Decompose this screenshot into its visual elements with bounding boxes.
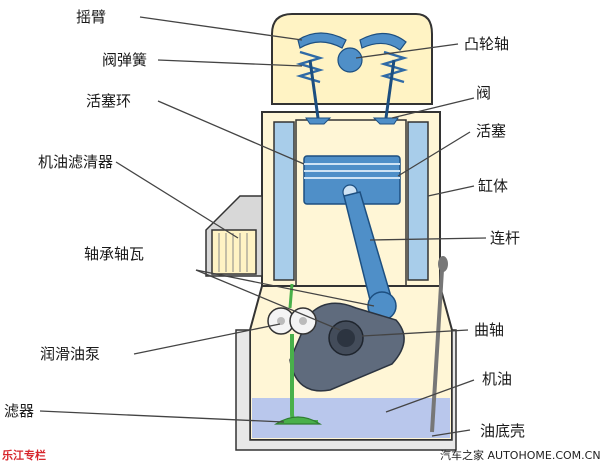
dipstick: [430, 269, 444, 433]
leader-lines: [39, 16, 487, 437]
cylinder-wall-right: [407, 121, 429, 281]
label-camshaft: 凸轮轴: [464, 35, 510, 53]
main-journal: [337, 329, 355, 347]
dipstick-handle: [438, 256, 448, 272]
label-rocker-arm: 摇臂: [76, 8, 107, 26]
label-lube-pump: 润滑油泵: [40, 345, 101, 363]
label-bearing-shell: 轴承轴瓦: [84, 245, 145, 263]
engine-oil-pool: [252, 398, 450, 438]
label-oil-filter: 机油滤清器: [38, 153, 114, 171]
label-cylinder-block: 缸体: [478, 177, 509, 195]
label-piston-ring: 活塞环: [86, 92, 132, 110]
label-valve-spring: 阀弹簧: [102, 51, 148, 69]
label-valve: 阀: [476, 84, 492, 102]
label-piston: 活塞: [476, 122, 507, 140]
oil-pan: [235, 329, 457, 451]
watermark-left: 乐江专栏: [2, 449, 46, 462]
watermark-right: 汽车之家 AUTOHOME.COM.CN: [440, 449, 600, 462]
label-engine-oil: 机油: [482, 370, 513, 388]
piston-rings: [304, 163, 400, 179]
rocker-arms: [297, 32, 407, 73]
label-connecting-rod: 连杆: [490, 229, 521, 247]
label-oil-pan: 油底壳: [480, 422, 526, 440]
label-crankshaft: 曲轴: [474, 321, 505, 339]
label-strainer: 滤器: [4, 402, 35, 420]
valves: [305, 59, 399, 125]
oil-supply-line: [288, 283, 294, 309]
cylinder-wall-left: [273, 121, 295, 281]
